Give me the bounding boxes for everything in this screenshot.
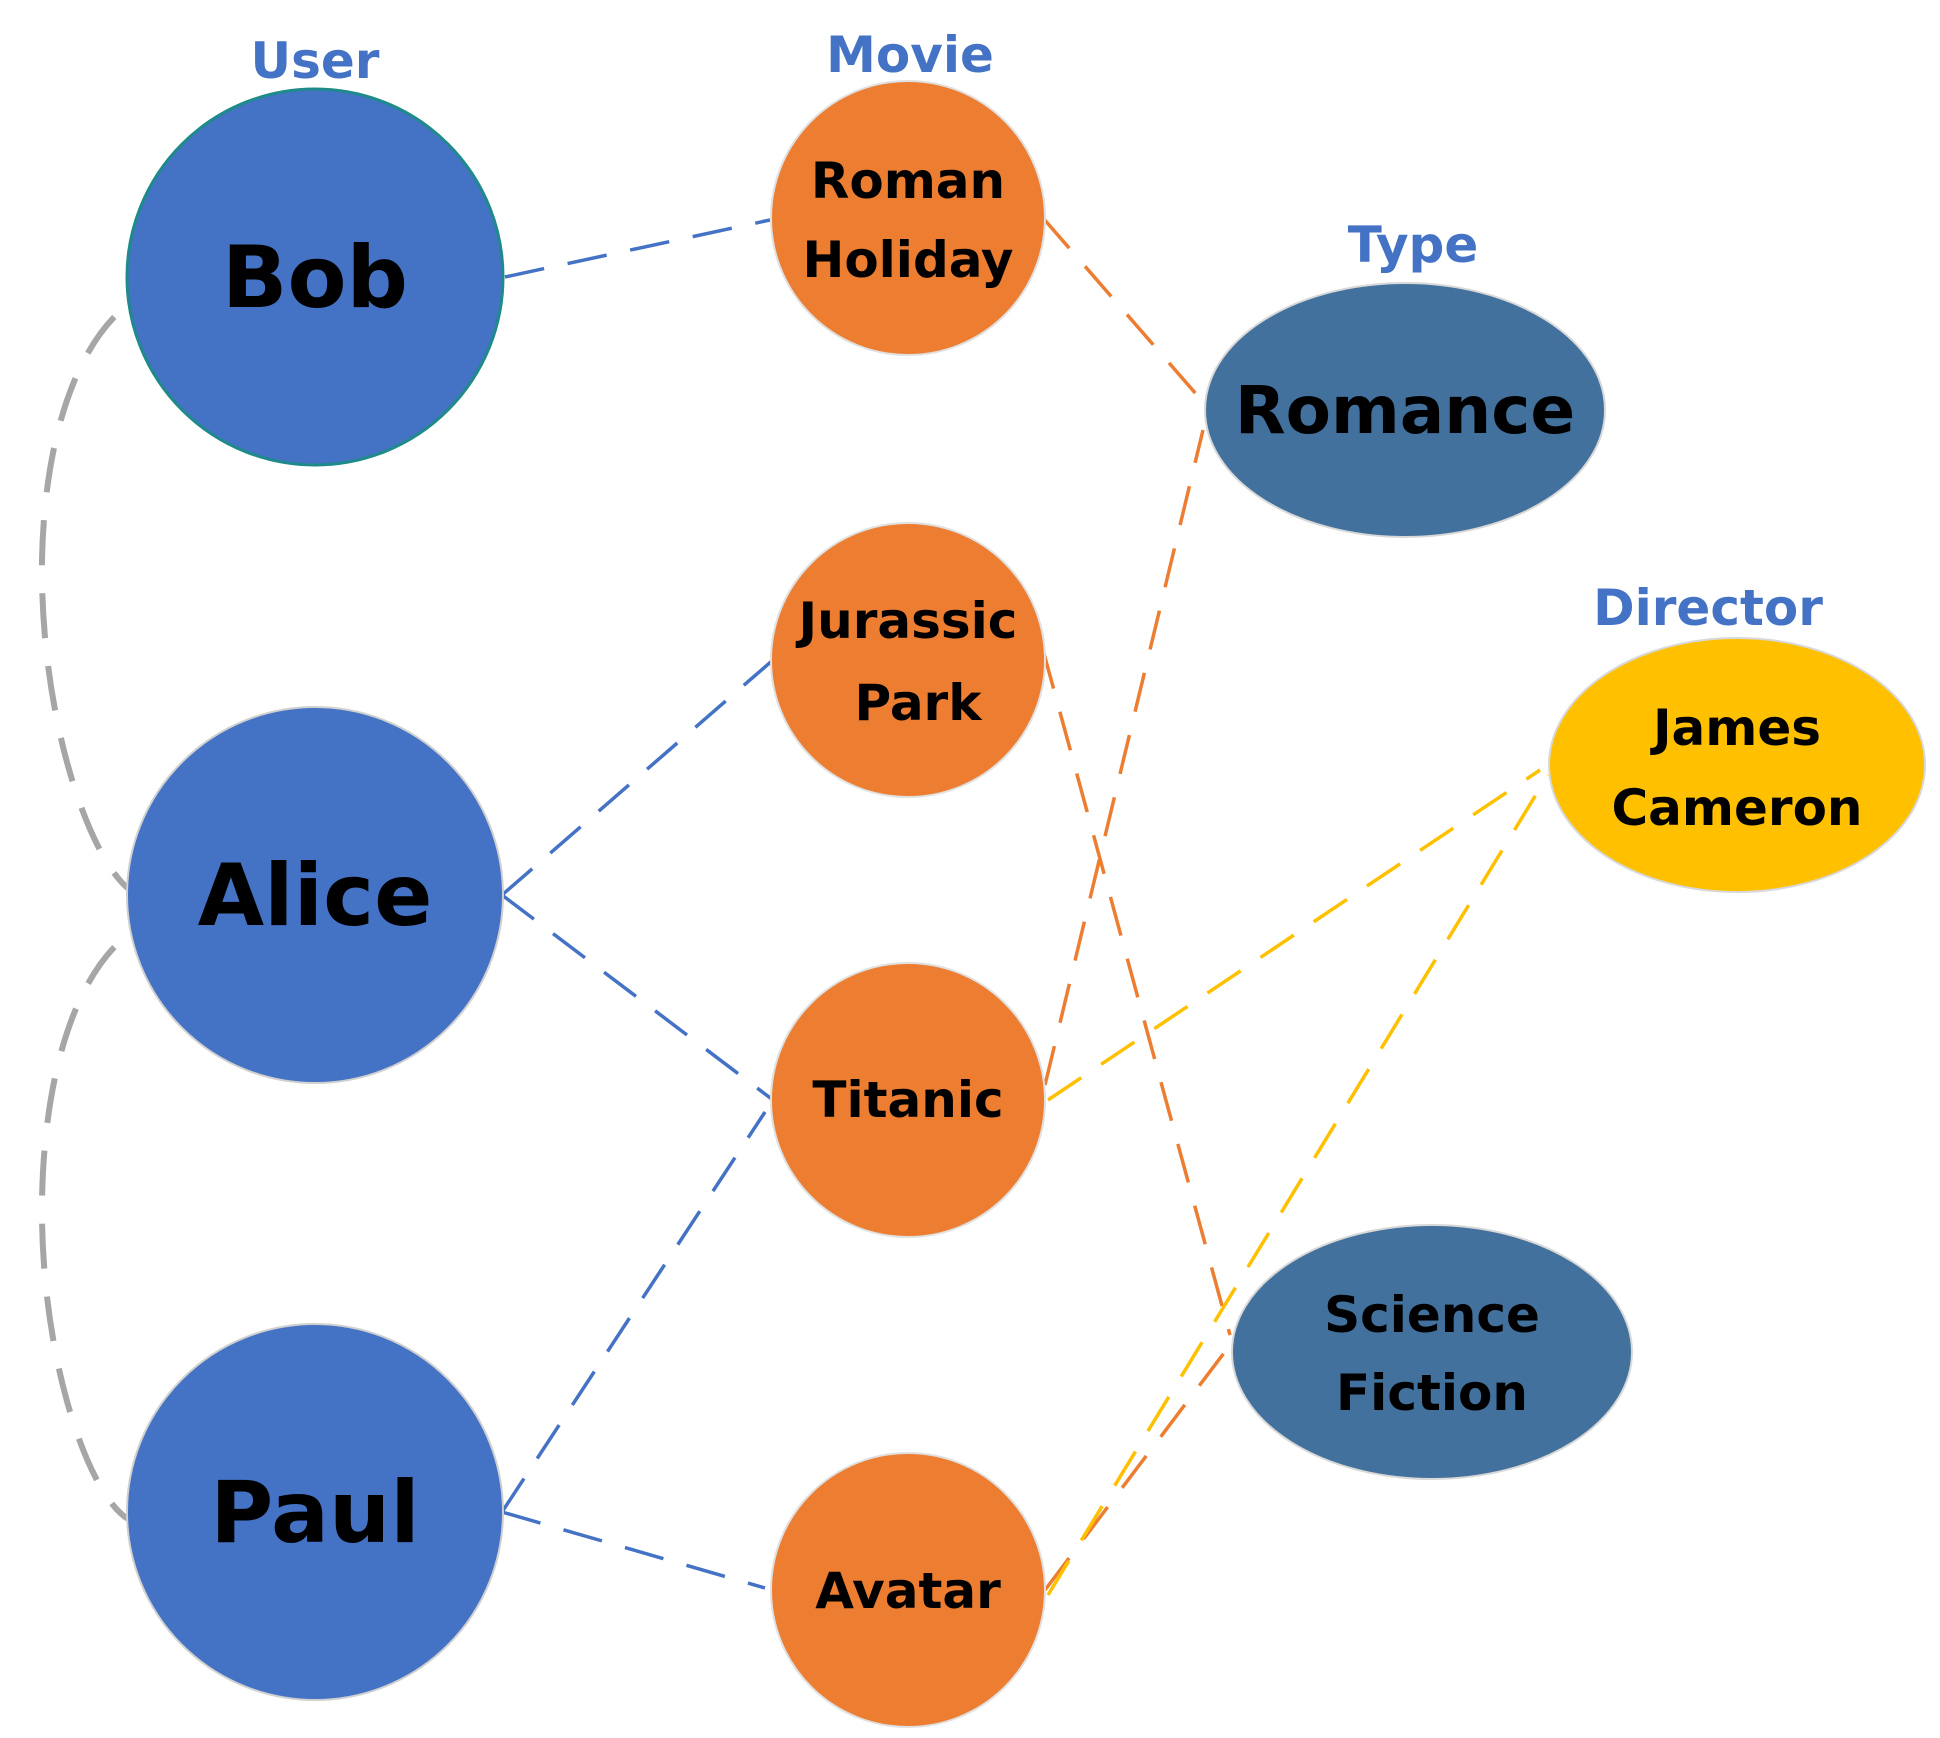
edges-layer bbox=[38, 216, 1550, 1596]
category-label-movie: Movie bbox=[826, 26, 994, 84]
director-node-james-cameron[interactable]: James Cameron bbox=[1548, 637, 1926, 893]
movie-node-avatar-label: Avatar bbox=[815, 1562, 1001, 1620]
movie-node-jurassic-park-circle bbox=[770, 522, 1046, 798]
edge-alice-titanic bbox=[500, 893, 775, 1102]
user-node-alice-label: Alice bbox=[198, 846, 433, 946]
edge-paul-titanic bbox=[500, 1111, 767, 1513]
movie-node-titanic-circle bbox=[770, 962, 1046, 1238]
movie-node-roman-holiday-line-1: Roman bbox=[811, 152, 1005, 210]
user-node-bob-circle bbox=[125, 87, 505, 467]
edge-jurassic-park-science-fiction bbox=[1041, 649, 1232, 1336]
user-node-bob-label: Bob bbox=[222, 228, 408, 328]
user-node-alice-circle bbox=[126, 706, 504, 1084]
movie-node-roman-holiday-line-2: Holiday bbox=[802, 231, 1013, 289]
type-node-romance-ellipse bbox=[1204, 282, 1606, 538]
director-node-james-cameron-line-1: James bbox=[1650, 699, 1821, 757]
user-node-paul[interactable]: Paul bbox=[126, 1323, 504, 1701]
category-label-director: Director bbox=[1593, 579, 1823, 637]
movie-node-jurassic-park[interactable]: Jurassic Park bbox=[770, 522, 1046, 798]
user-node-paul-circle bbox=[126, 1323, 504, 1701]
movie-node-jurassic-park-line-2: Park bbox=[855, 674, 984, 732]
type-node-science-fiction-ellipse bbox=[1231, 1224, 1633, 1480]
type-node-romance[interactable]: Romance bbox=[1204, 282, 1606, 538]
user-node-paul-label: Paul bbox=[210, 1463, 419, 1563]
type-node-science-fiction-line-2: Fiction bbox=[1336, 1364, 1528, 1422]
edge-roman-holiday-romance bbox=[1041, 216, 1212, 412]
edge-alice-paul bbox=[38, 912, 179, 1523]
user-node-bob[interactable]: Bob bbox=[125, 87, 505, 467]
movie-node-avatar-circle bbox=[770, 1452, 1046, 1728]
category-label-user: User bbox=[251, 32, 380, 90]
director-node-james-cameron-ellipse bbox=[1548, 637, 1926, 893]
edge-avatar-james-cameron bbox=[1046, 774, 1550, 1596]
edge-titanic-james-cameron bbox=[1047, 768, 1541, 1102]
movie-node-titanic-label: Titanic bbox=[812, 1071, 1003, 1129]
movie-node-roman-holiday-circle bbox=[770, 80, 1046, 356]
movie-node-avatar[interactable]: Avatar bbox=[770, 1452, 1046, 1728]
type-node-romance-label: Romance bbox=[1235, 372, 1575, 449]
type-node-science-fiction[interactable]: Science Fiction bbox=[1231, 1224, 1633, 1480]
director-node-james-cameron-line-2: Cameron bbox=[1611, 779, 1862, 837]
movie-node-titanic[interactable]: Titanic bbox=[770, 962, 1046, 1238]
edge-paul-avatar bbox=[501, 1510, 766, 1590]
movie-node-roman-holiday[interactable]: Roman Holiday bbox=[770, 80, 1046, 356]
edge-bob-roman-holiday bbox=[504, 218, 771, 279]
edge-alice-jurassic-park bbox=[500, 658, 775, 897]
edge-titanic-romance bbox=[1043, 429, 1205, 1086]
user-node-alice[interactable]: Alice bbox=[126, 706, 504, 1084]
type-node-science-fiction-line-1: Science bbox=[1324, 1286, 1540, 1344]
edge-bob-alice bbox=[38, 282, 179, 893]
category-label-type: Type bbox=[1348, 216, 1478, 274]
movie-node-jurassic-park-line-1: Jurassic bbox=[796, 592, 1018, 650]
edge-avatar-science-fiction bbox=[1043, 1343, 1232, 1592]
